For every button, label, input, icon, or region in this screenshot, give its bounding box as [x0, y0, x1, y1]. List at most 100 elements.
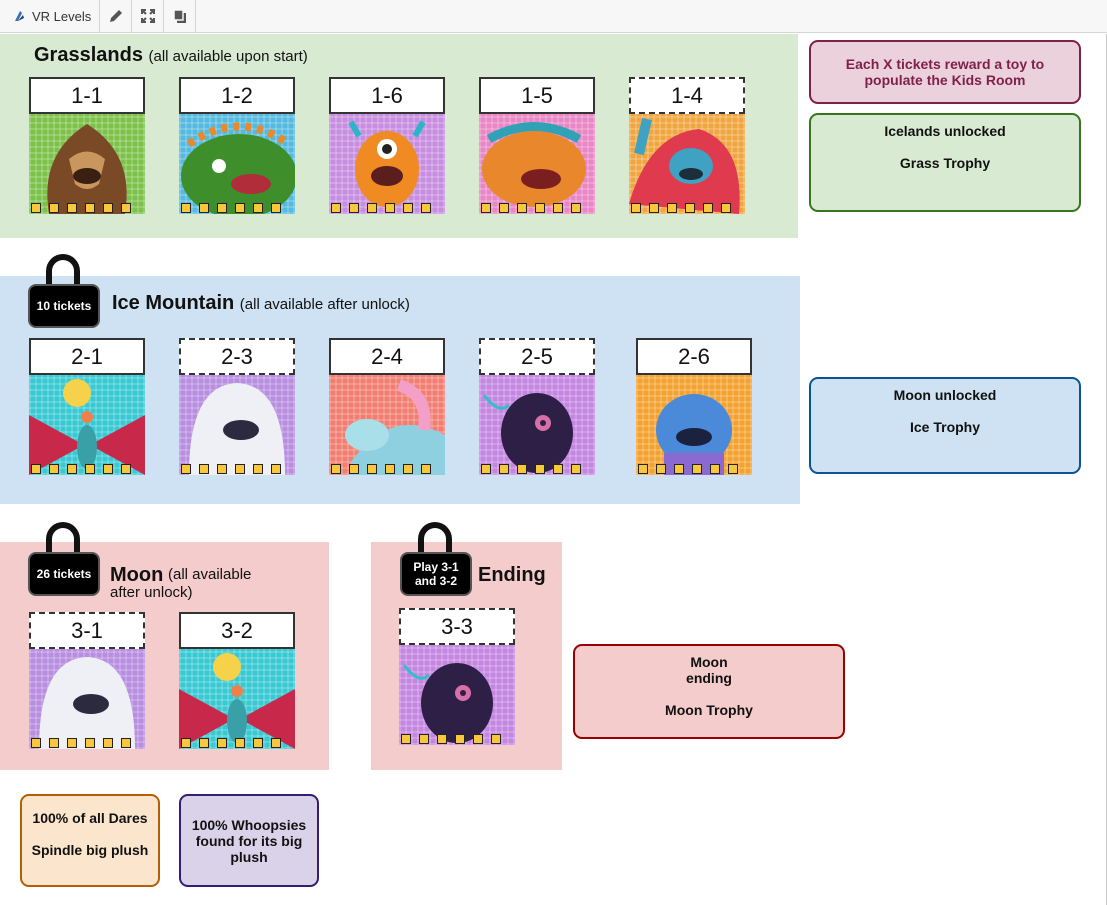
moon-subtitle-block-2: after unlock): [110, 584, 193, 601]
level-card[interactable]: 1-5: [479, 77, 595, 214]
document-title[interactable]: VR Levels: [0, 0, 100, 33]
moon-subtitle-block: (all available: [168, 566, 251, 583]
level-label: 3-3: [399, 608, 515, 645]
level-label: 1-6: [329, 77, 445, 114]
padlock-body: 26 tickets: [28, 552, 100, 596]
ice-mountain-lock: 10 tickets: [28, 254, 100, 332]
creature-art-dark: [479, 375, 595, 475]
toy-note-line1: Each X tickets reward a toy to: [846, 56, 1044, 72]
diagram-canvas: Grasslands (all available upon start) Ic…: [0, 34, 1107, 905]
ticket-squares: [181, 464, 281, 474]
creature-art-blue: [636, 375, 752, 475]
moon-note-line1: Moon: [690, 654, 727, 670]
moon-note-line2: ending: [686, 670, 732, 686]
ticket-squares: [481, 203, 581, 213]
dares-note-line2: Spindle big plush: [32, 842, 149, 858]
ending-lock-line2: and 3-2: [413, 574, 458, 588]
level-card[interactable]: 2-6: [636, 338, 752, 475]
grass-reward-note: Icelands unlocked Grass Trophy: [809, 113, 1081, 212]
moon-lock: 26 tickets: [28, 522, 100, 600]
ending-title: Ending: [478, 564, 546, 586]
grasslands-title: Grasslands: [34, 44, 143, 66]
ice-mountain-heading: Ice Mountain (all available after unlock…: [112, 292, 410, 315]
dares-note-line1: 100% of all Dares: [32, 810, 147, 826]
creature-art-dragon: [329, 375, 445, 475]
level-card[interactable]: 1-4: [629, 77, 745, 214]
level-label: 2-5: [479, 338, 595, 375]
creature-art-green: [179, 114, 295, 214]
level-label: 1-5: [479, 77, 595, 114]
grass-note-line2: Grass Trophy: [900, 155, 990, 171]
level-label: 1-4: [629, 77, 745, 114]
ticket-squares: [31, 738, 131, 748]
ticket-squares: [181, 738, 281, 748]
moon-subtitle-line2: after unlock): [110, 584, 193, 601]
copy-icon: [172, 8, 188, 24]
creature-art-red: [629, 114, 745, 214]
level-label: 3-1: [29, 612, 145, 649]
ice-note-line2: Ice Trophy: [910, 419, 980, 435]
padlock-body: Play 3-1 and 3-2: [400, 552, 472, 596]
level-label: 2-4: [329, 338, 445, 375]
creature-art-bird: [29, 375, 145, 475]
creature-art-orange: [329, 114, 445, 214]
ticket-squares: [331, 203, 431, 213]
creature-art-orange-fish: [479, 114, 595, 214]
grasslands-subtitle: (all available upon start): [149, 48, 308, 65]
fullscreen-button[interactable]: [132, 0, 164, 33]
moon-subtitle-line1: (all available: [168, 566, 251, 583]
ice-mountain-title: Ice Mountain: [112, 292, 234, 314]
copy-button[interactable]: [164, 0, 196, 33]
document-title-text: VR Levels: [32, 9, 91, 24]
edit-button[interactable]: [100, 0, 132, 33]
expand-icon: [140, 8, 156, 24]
ice-reward-note: Moon unlocked Ice Trophy: [809, 377, 1081, 474]
moon-lock-label: 26 tickets: [37, 567, 92, 581]
ticket-squares: [638, 464, 738, 474]
level-label: 1-1: [29, 77, 145, 114]
ending-heading: Ending: [478, 564, 546, 587]
level-card[interactable]: 1-1: [29, 77, 145, 214]
ticket-squares: [31, 464, 131, 474]
creature-art-dark: [399, 645, 515, 745]
ending-lock-line1: Play 3-1: [413, 560, 458, 574]
level-card[interactable]: 3-3: [399, 608, 515, 745]
moon-title: Moon: [110, 564, 163, 586]
grasslands-heading: Grasslands (all available upon start): [34, 44, 308, 67]
ending-lock: Play 3-1 and 3-2: [400, 522, 472, 600]
level-card[interactable]: 1-6: [329, 77, 445, 214]
padlock-body: 10 tickets: [28, 284, 100, 328]
level-card[interactable]: 1-2: [179, 77, 295, 214]
level-card[interactable]: 2-4: [329, 338, 445, 475]
level-card[interactable]: 3-1: [29, 612, 145, 749]
whoopsies-reward-note: 100% Whoopsies found for its big plush: [179, 794, 319, 887]
level-label: 2-6: [636, 338, 752, 375]
ticket-squares: [181, 203, 281, 213]
creature-art-white: [179, 375, 295, 475]
pencil-icon: [108, 8, 124, 24]
ice-mountain-subtitle: (all available after unlock): [240, 296, 410, 313]
creature-art-white: [29, 649, 145, 749]
ice-lock-label: 10 tickets: [37, 299, 92, 313]
level-card[interactable]: 2-1: [29, 338, 145, 475]
level-label: 3-2: [179, 612, 295, 649]
toy-reward-note: Each X tickets reward a toy to populate …: [809, 40, 1081, 104]
ticket-squares: [401, 734, 501, 744]
level-label: 2-3: [179, 338, 295, 375]
moon-note-line3: Moon Trophy: [665, 702, 753, 718]
level-card[interactable]: 2-5: [479, 338, 595, 475]
level-card[interactable]: 3-2: [179, 612, 295, 749]
creature-art-bird: [179, 649, 295, 749]
dares-reward-note: 100% of all Dares Spindle big plush: [20, 794, 160, 887]
level-card[interactable]: 2-3: [179, 338, 295, 475]
ticket-squares: [331, 464, 431, 474]
ice-note-line1: Moon unlocked: [894, 387, 997, 403]
whoopsies-note-line2: found for its big: [196, 833, 303, 849]
whoopsies-note-line1: 100% Whoopsies: [192, 817, 306, 833]
ticket-squares: [31, 203, 131, 213]
moon-reward-note: Moon ending Moon Trophy: [573, 644, 845, 739]
ticket-squares: [631, 203, 731, 213]
level-label: 1-2: [179, 77, 295, 114]
toy-note-line2: populate the Kids Room: [865, 72, 1026, 88]
creature-art-brown: [29, 114, 145, 214]
